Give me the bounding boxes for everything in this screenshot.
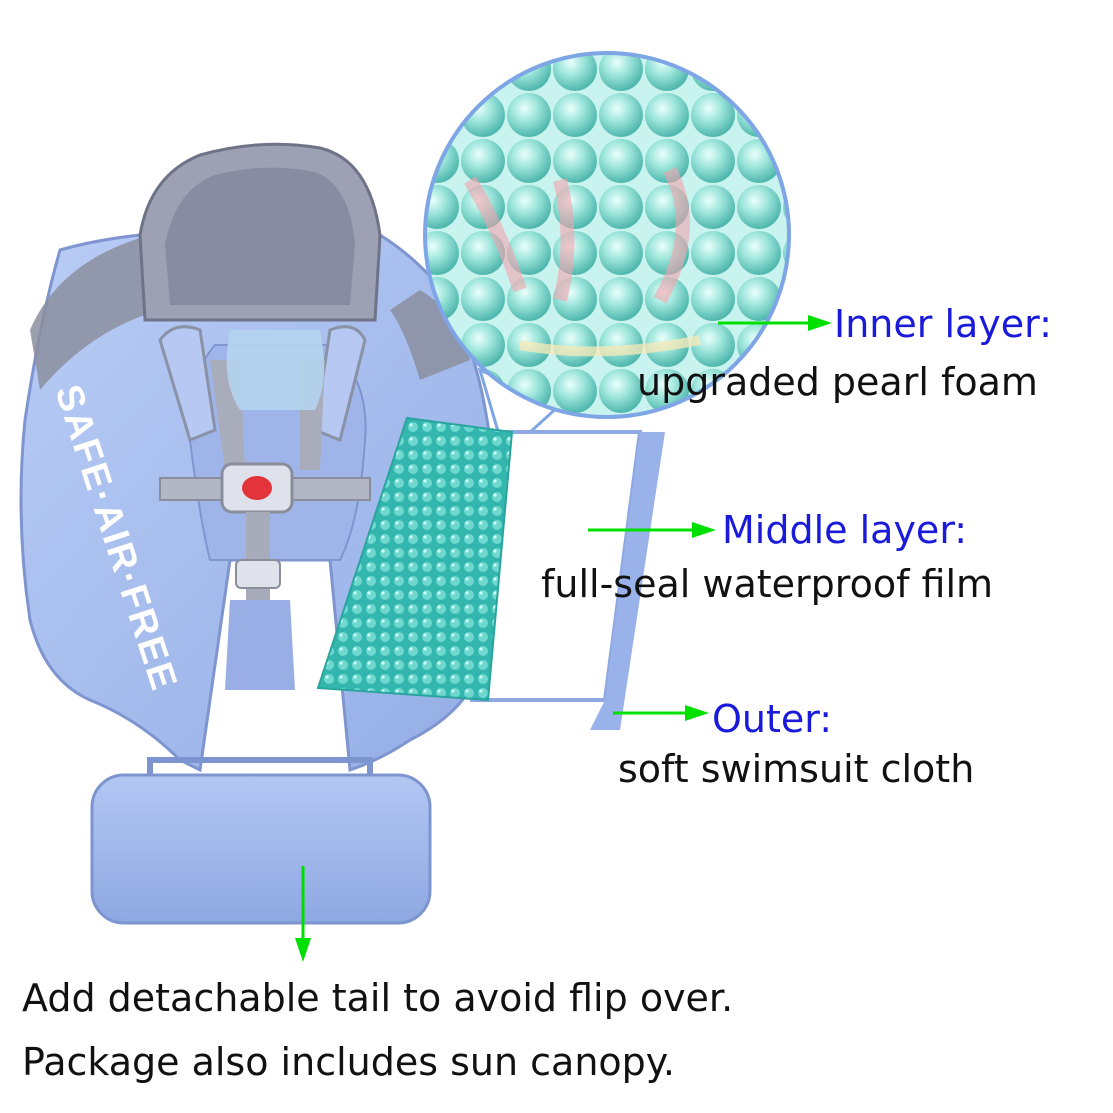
outer-layer-desc: soft swimsuit cloth: [618, 747, 975, 791]
inner-layer-desc: upgraded pearl foam: [637, 360, 1038, 404]
footer-line-1: Add detachable tail to avoid flip over.: [22, 976, 734, 1020]
layer-cross-section: [316, 416, 665, 730]
footer-line-2: Package also includes sun canopy.: [22, 1040, 675, 1084]
pearl-foam-circle: [423, 51, 791, 458]
middle-layer-title: Middle layer:: [722, 508, 968, 552]
safety-harness: [158, 325, 371, 690]
callout-arrows: [295, 315, 832, 962]
outer-layer-title: Outer:: [712, 697, 833, 741]
inner-layer-title: Inner layer:: [834, 302, 1052, 346]
middle-layer-desc: full-seal waterproof film: [541, 562, 994, 606]
headrest: [138, 142, 382, 322]
detachable-tail: [90, 757, 432, 925]
